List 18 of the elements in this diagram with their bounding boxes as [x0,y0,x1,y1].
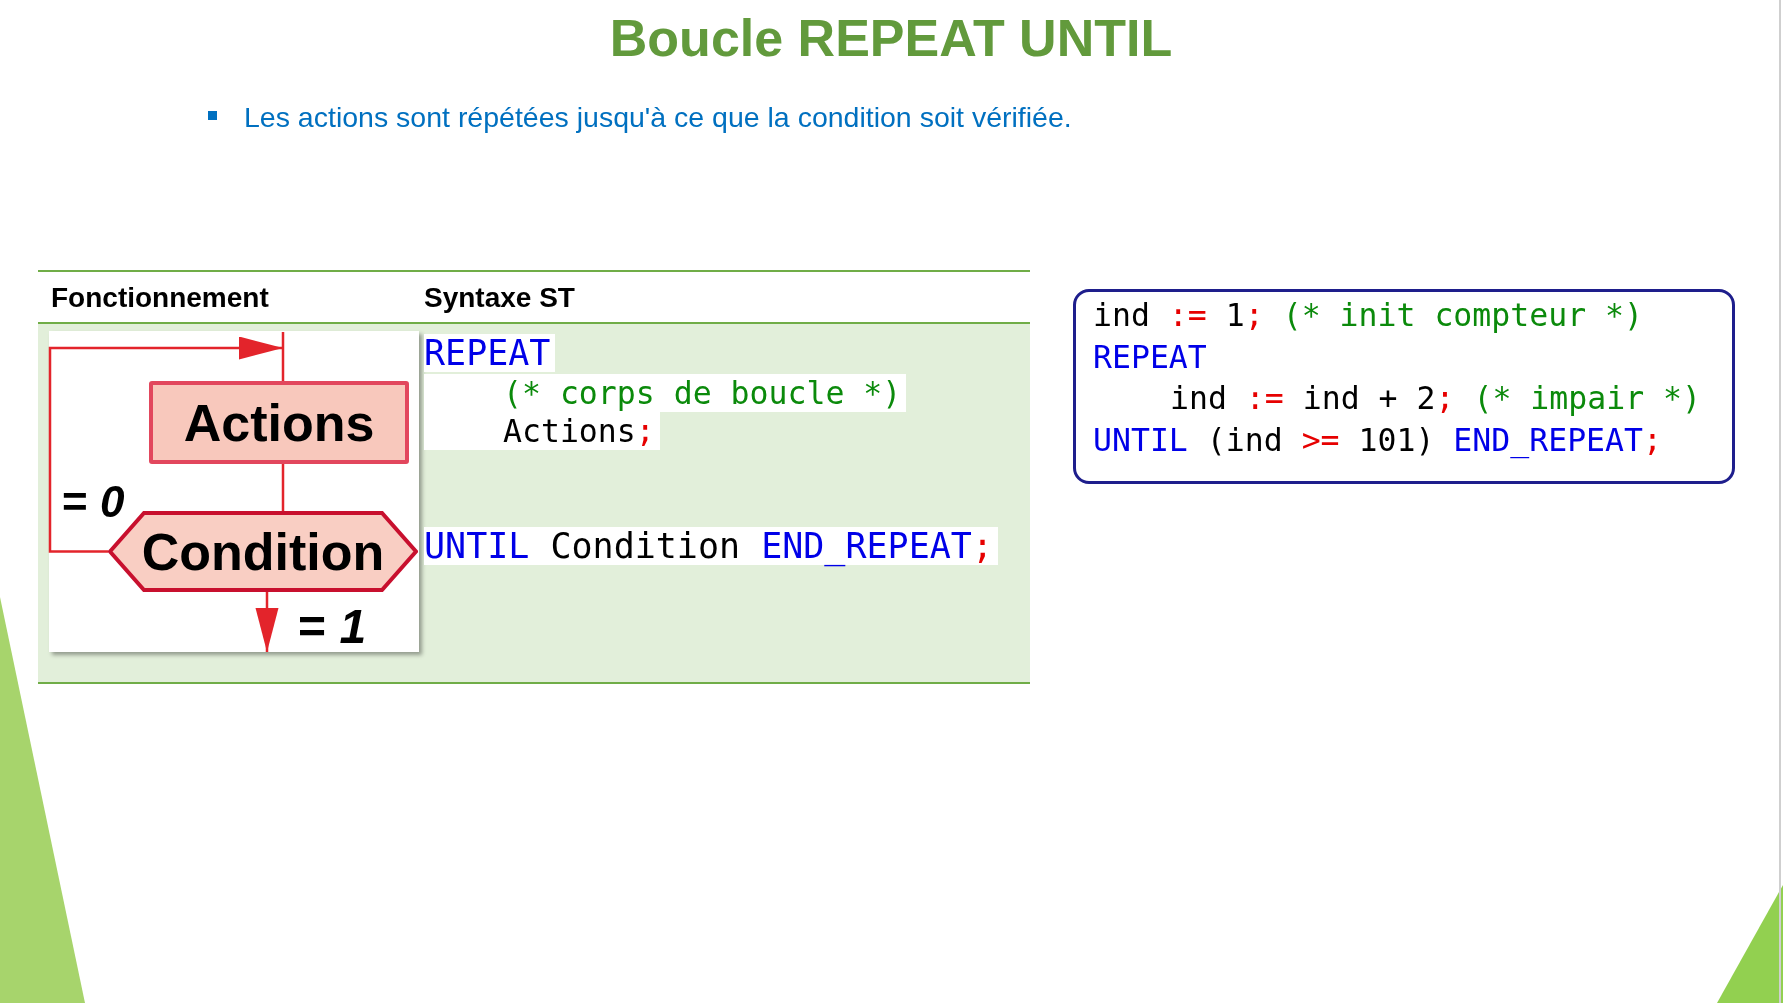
code-line: REPEAT [1093,337,1207,377]
flow-arrow [255,592,279,652]
connector-line [281,464,285,511]
flow-arrow [48,336,283,553]
code-line: ind := 1; (* init compteur *) [1093,296,1643,335]
node-label: Condition [141,523,385,580]
connector-line [281,332,285,381]
process-box [149,381,409,464]
node-label: Actions [183,394,375,451]
slide-title: Boucle REPEAT UNTIL [609,8,1173,68]
code-line: UNTIL (ind >= 101) END_REPEAT; [1093,420,1662,461]
code-box [1073,289,1735,484]
column-header: Fonctionnement [51,281,269,315]
code-line: ind := ind + 2; (* impair *) [1170,379,1702,418]
edge-label: = 0 [62,480,125,524]
column-header: Syntaxe ST [424,281,575,315]
edge-label: = 1 [298,603,367,651]
bullet-text: Les actions sont répétées jusqu'à ce que la condition soit vérifiée. [244,100,1072,134]
